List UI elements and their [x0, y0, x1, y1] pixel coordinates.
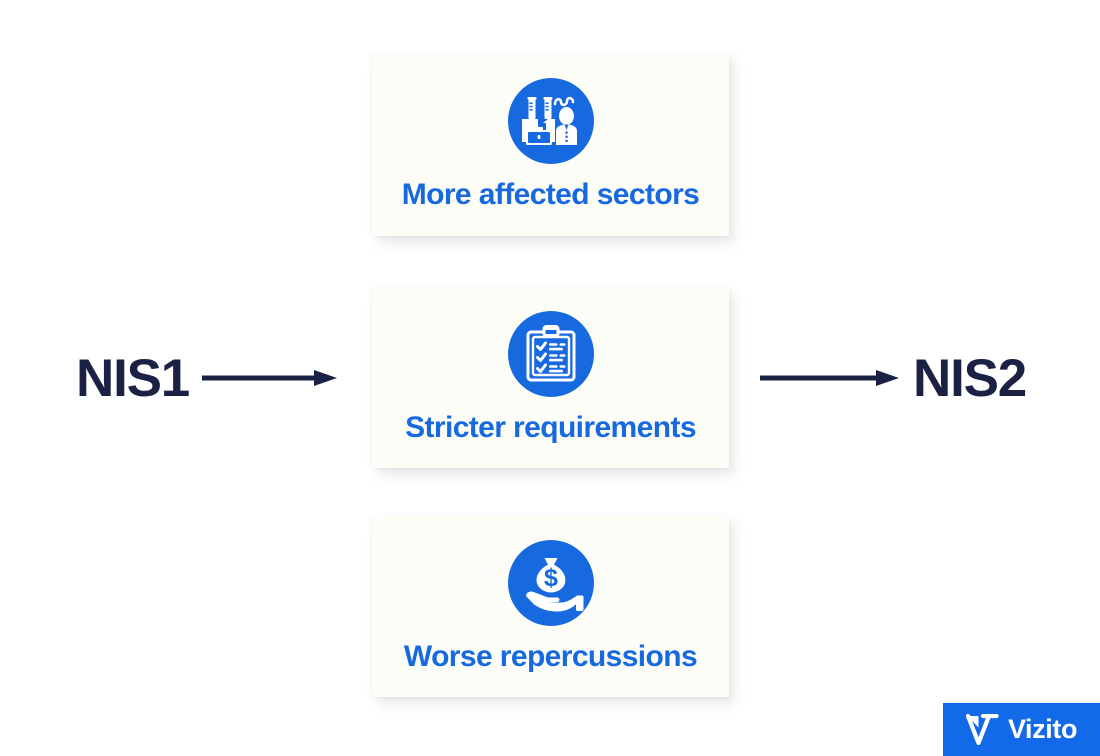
start-label-nis1: NIS1 [76, 349, 190, 408]
feature-card-label: Stricter requirements [405, 411, 696, 444]
feature-card: More affected sectors [372, 53, 729, 236]
clipboard-checklist-icon [507, 311, 594, 397]
end-label-nis2: NIS2 [913, 349, 1027, 408]
arrow-right-icon [202, 369, 337, 387]
feature-card-label: Worse repercussions [403, 640, 698, 673]
arrow-right-icon [760, 369, 899, 387]
hand-holding-money-bag-icon: $ [507, 540, 594, 626]
feature-card: $ Worse repercussions [372, 516, 729, 697]
feature-card: Stricter requirements [372, 287, 729, 468]
vizito-brand-badge[interactable]: Vizito [943, 703, 1100, 756]
vizito-brand-name: Vizito [1007, 714, 1078, 744]
vizito-checkmark-logo-icon [965, 714, 999, 745]
svg-text:$: $ [544, 564, 558, 592]
feature-card-label: More affected sectors [401, 178, 700, 211]
factory-worker-icon [507, 78, 594, 164]
